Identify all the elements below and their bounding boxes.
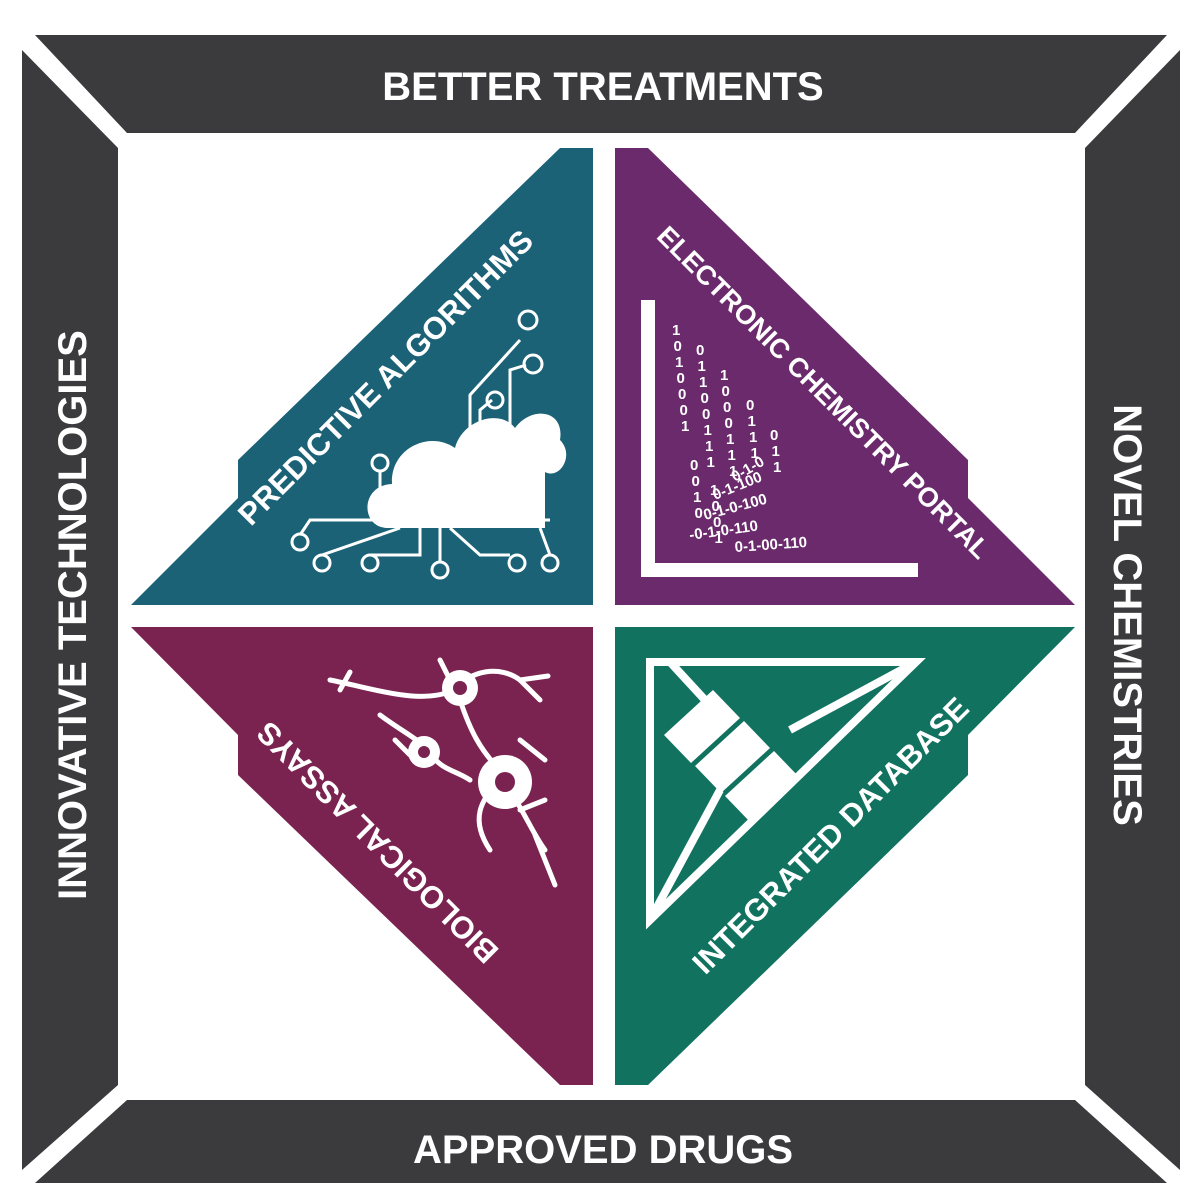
frame-right-label: NOVEL CHEMISTRIES [1105,404,1149,826]
quadrant-electronic-chemistry-portal: ELECTRONIC CHEMISTRY PORTAL 101000101100… [615,148,1075,605]
quadrant-integrated-database: INTEGRATED DATABASE [615,627,1075,1085]
binary-digit: 0 [695,505,703,522]
binary-digit: 1 [751,445,759,462]
cloud-circuit-icon [290,309,567,580]
binary-row: 0-1-00-110 [734,534,808,556]
binary-digit: 1 [749,429,757,446]
binary-digit: 0 [713,514,721,531]
binary-digit: 0 [702,406,710,423]
frame-right-bar [1085,50,1180,1170]
binary-digit: 0 [722,383,730,400]
binary-digit: 0 [746,397,754,414]
binary-digit: 1 [726,431,734,448]
frame-top-bar [35,35,1167,133]
binary-digit: 1 [772,443,780,460]
binary-digit: 0 [678,386,686,403]
biological-panel [131,627,593,1085]
binary-digit: 0 [712,498,720,515]
binary-digit: 1 [715,530,723,547]
binary-corner-frame [641,300,918,577]
frame-left-bar [22,50,118,1170]
electronic-panel [615,148,1075,605]
frame: BETTER TREATMENTS APPROVED DRUGS INNOVAT… [22,35,1180,1183]
binary-digit: 0 [701,390,709,407]
binary-digit: 1 [693,489,701,506]
database-triangle-icon [646,658,926,930]
quadrant-predictive-algorithms: PREDICTIVE ALGORITHMS [131,148,593,605]
binary-digit: 1 [710,482,718,499]
binary-digit: 0 [723,399,731,416]
frame-top-label: BETTER TREATMENTS [382,65,823,109]
binary-digit: 1 [698,358,706,375]
binary-digit: 1 [704,422,712,439]
binary-digit: 0 [674,338,682,355]
binary-digit: 1 [707,454,715,471]
separators [131,148,1075,1085]
quadrant-biological-assays: BIOLOGICAL ASSAYS [131,627,593,1085]
binary-digit: 1 [672,322,680,339]
binary-digit: 1 [699,374,707,391]
binary-digit: 0 [677,370,685,387]
neurons-icon [327,657,558,888]
binary-digit: 1 [705,438,713,455]
frame-left-label: INNOVATIVE TECHNOLOGIES [51,330,95,900]
binary-digit: 1 [773,459,781,476]
binary-digit: 1 [729,463,737,480]
binary-digit: 1 [720,367,728,384]
frame-bottom-bar [35,1100,1167,1183]
binary-digit: 0 [725,415,733,432]
binary-digit: 1 [681,418,689,435]
binary-digit: 1 [675,354,683,371]
binary-digit: 1 [748,413,756,430]
frame-bottom-label: APPROVED DRUGS [413,1128,793,1172]
binary-digit: 0 [692,473,700,490]
binary-digit: 0 [770,427,778,444]
binary-digit: 0 [680,402,688,419]
binary-digit: 0 [690,457,698,474]
binary-digit: 1 [728,447,736,464]
binary-digit: 0 [696,342,704,359]
